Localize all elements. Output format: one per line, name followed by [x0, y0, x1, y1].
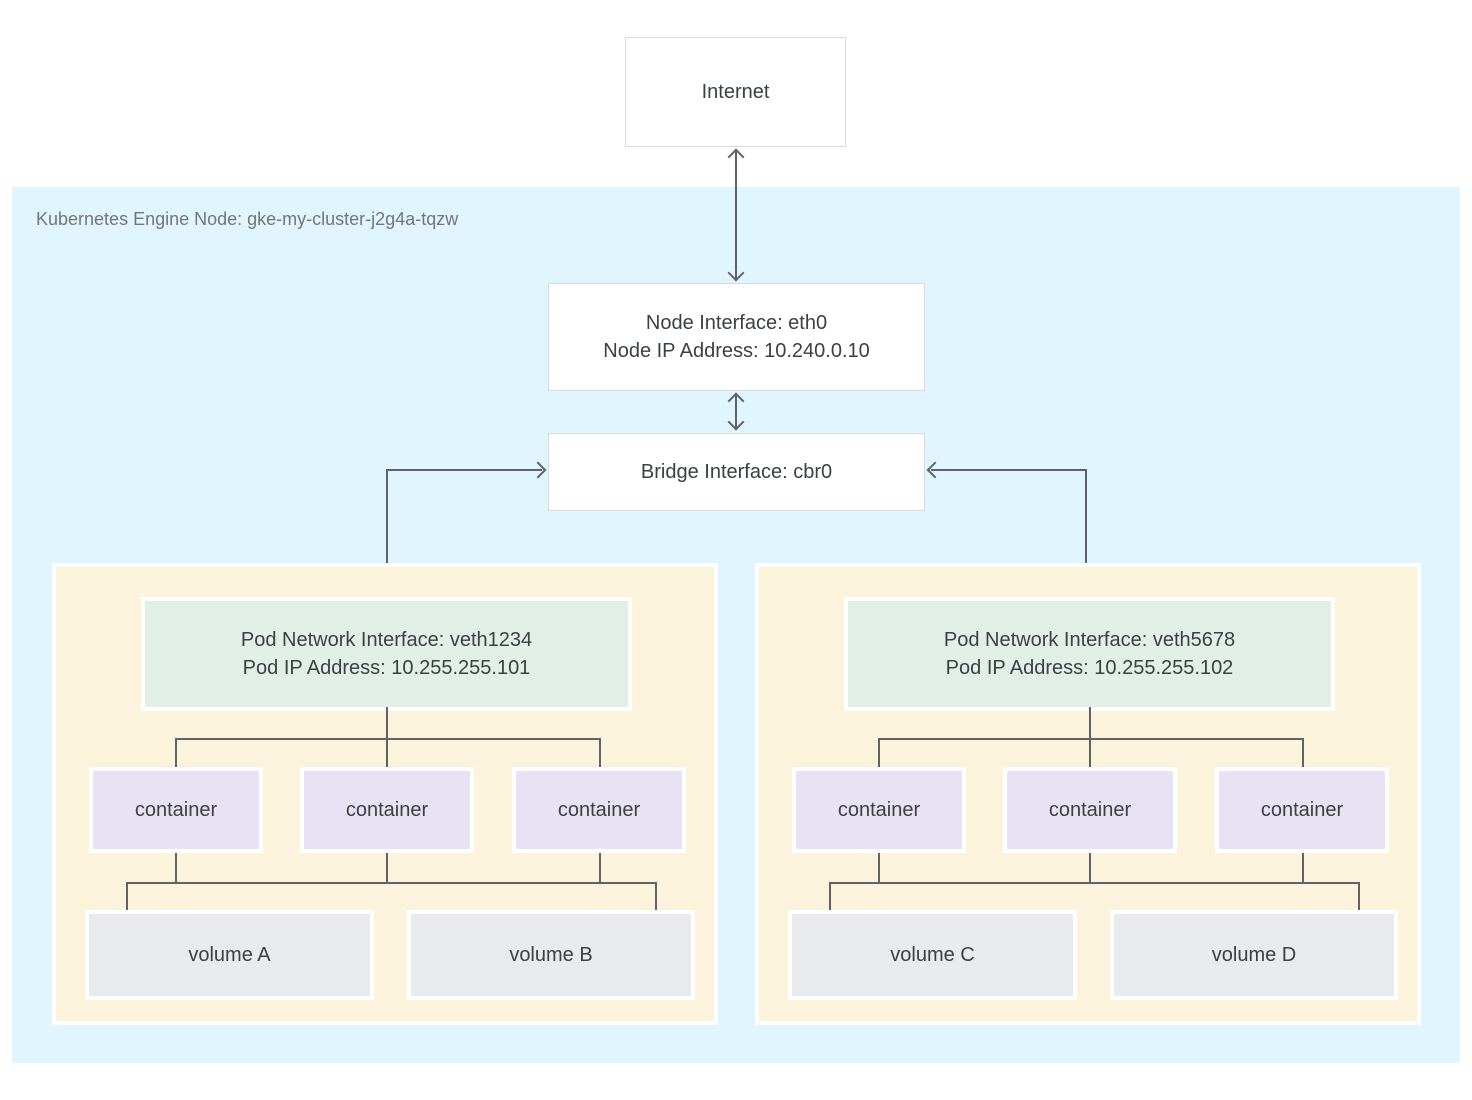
- volume-box: volume A: [85, 910, 374, 1000]
- pod-interface-box: Pod Network Interface: veth1234 Pod IP A…: [141, 597, 632, 711]
- container-box: container: [792, 767, 966, 853]
- connector-line: [1302, 853, 1304, 882]
- connector-line: [878, 853, 880, 882]
- connector-line: [175, 853, 177, 882]
- connector-line: [1358, 882, 1360, 914]
- node-interface-line2: Node IP Address: 10.240.0.10: [603, 340, 870, 362]
- volume-label: volume C: [890, 944, 975, 966]
- pod-interface-line2: Pod IP Address: 10.255.255.102: [945, 657, 1234, 679]
- container-box: container: [300, 767, 474, 853]
- connector-line: [931, 469, 1087, 471]
- node-interface-line1: Node Interface: eth0: [645, 312, 828, 334]
- bridge-interface-label: Bridge Interface: cbr0: [640, 461, 833, 483]
- container-label: container: [1048, 799, 1132, 821]
- container-label: container: [345, 799, 429, 821]
- connector-line: [878, 738, 1304, 740]
- pod-interface-line2: Pod IP Address: 10.255.255.101: [242, 657, 531, 679]
- volume-box: volume D: [1110, 910, 1398, 1000]
- container-box: container: [89, 767, 263, 853]
- container-label: container: [837, 799, 921, 821]
- arrowhead-up-icon: [727, 148, 745, 166]
- connector-line: [1302, 738, 1304, 769]
- volume-label: volume D: [1211, 944, 1297, 966]
- container-box: container: [1003, 767, 1177, 853]
- connector-line: [1089, 853, 1091, 882]
- connector-line: [829, 882, 1360, 884]
- container-label: container: [557, 799, 641, 821]
- connector-line: [386, 853, 388, 882]
- node-interface-box: Node Interface: eth0 Node IP Address: 10…: [548, 283, 925, 391]
- connector-line: [878, 738, 880, 769]
- node-zone-label: Kubernetes Engine Node: gke-my-cluster-j…: [36, 209, 459, 229]
- connector-line: [386, 469, 388, 587]
- connector-line: [175, 738, 177, 769]
- connector-line: [829, 882, 831, 914]
- pod-interface-line1: Pod Network Interface: veth5678: [943, 629, 1236, 651]
- connector-line: [126, 882, 128, 914]
- volume-box: volume C: [788, 910, 1077, 1000]
- bridge-interface-box: Bridge Interface: cbr0: [548, 433, 925, 511]
- pod-2: Pod Network Interface: veth5678 Pod IP A…: [755, 563, 1421, 1025]
- internet-box: Internet: [625, 37, 846, 147]
- pod-interface-line1: Pod Network Interface: veth1234: [240, 629, 533, 651]
- connector-line: [1085, 469, 1087, 587]
- volume-label: volume B: [509, 944, 593, 966]
- container-label: container: [1260, 799, 1344, 821]
- connector-line: [655, 882, 657, 914]
- connector-line: [735, 151, 737, 280]
- connector-line: [735, 395, 737, 430]
- internet-label: Internet: [701, 81, 770, 103]
- connector-line: [386, 469, 542, 471]
- volume-box: volume B: [407, 910, 695, 1000]
- connector-line: [126, 882, 657, 884]
- container-box: container: [512, 767, 686, 853]
- container-label: container: [134, 799, 218, 821]
- pod-interface-box: Pod Network Interface: veth5678 Pod IP A…: [844, 597, 1335, 711]
- connector-line: [599, 853, 601, 882]
- connector-line: [599, 738, 601, 769]
- pod-1: Pod Network Interface: veth1234 Pod IP A…: [52, 563, 718, 1025]
- connector-line: [175, 738, 601, 740]
- volume-label: volume A: [188, 944, 271, 966]
- container-box: container: [1215, 767, 1389, 853]
